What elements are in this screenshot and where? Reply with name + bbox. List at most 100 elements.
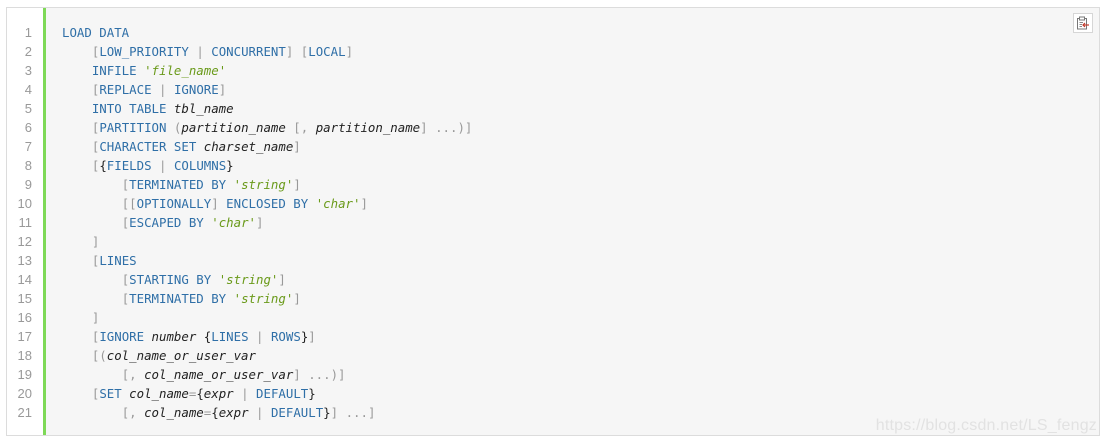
token-whitespace [62,139,92,154]
line-number: 17 [17,329,32,344]
token-punctuation: ] [91,310,100,325]
token-keyword: ROWS [270,329,301,344]
token-punctuation: [ [121,272,130,287]
code-line: [SET col_name={expr | DEFAULT} [62,384,472,403]
line-number: 19 [17,367,32,382]
token-punctuation: | [256,329,264,344]
token-keyword: FIELDS [106,158,152,173]
line-number: 9 [24,177,32,192]
code-line: [ESCAPED BY 'char'] [62,213,472,232]
token-identifier: partition_name [315,120,421,135]
token-keyword: ENCLOSED BY [226,196,309,211]
code-line: [, col_name_or_user_var] ...)] [62,365,472,384]
token-quote: ' [270,272,279,287]
token-keyword: DEFAULT [270,405,324,420]
token-whitespace [62,63,92,78]
token-brace: } [226,158,234,173]
line-number: 16 [17,310,32,325]
token-punctuation: | [256,405,264,420]
token-punctuation: ] [293,367,301,382]
token-punctuation: [ [121,291,130,306]
line-number: 10 [17,196,32,211]
code-line: [[OPTIONALLY] ENCLOSED BY 'char'] [62,194,472,213]
token-punctuation: [ [300,44,309,59]
token-whitespace [293,44,300,59]
token-quote: ' [285,291,294,306]
code-line: [LOW_PRIORITY | CONCURRENT] [LOCAL] [62,42,472,61]
token-whitespace [62,291,122,306]
token-punctuation: = [188,386,197,401]
token-whitespace [62,329,92,344]
token-whitespace [62,253,92,268]
token-punctuation: [ [121,215,130,230]
token-brace: { [196,386,204,401]
token-brace: } [300,329,309,344]
token-keyword: IGNORE [173,82,219,97]
token-punctuation: ...)] [435,120,473,135]
line-number: 3 [24,63,32,78]
token-identifier: col_name [129,386,189,401]
code-line: [LINES [62,251,472,270]
token-punctuation: ] [293,177,301,192]
token-identifier: charset_name [203,139,294,154]
copy-code-button[interactable] [1073,13,1093,33]
token-keyword: SET [99,386,122,401]
token-whitespace [62,310,92,325]
gutter-accent-bar [43,8,46,435]
token-whitespace [211,272,218,287]
token-punctuation: ] [285,44,294,59]
token-punctuation: [( [91,348,107,363]
token-whitespace [62,44,92,59]
token-whitespace [234,386,241,401]
token-whitespace [249,329,256,344]
token-quote: ' [233,291,242,306]
code-content[interactable]: LOAD DATA [LOW_PRIORITY | CONCURRENT] [L… [62,23,472,422]
token-keyword: OPTIONALLY [136,196,212,211]
token-whitespace [166,82,173,97]
token-punctuation: [, [121,405,145,420]
token-whitespace [62,386,92,401]
token-whitespace [264,329,271,344]
token-quote: ' [211,215,219,230]
code-line: LOAD DATA [62,23,472,42]
token-punctuation: | [196,44,204,59]
token-quote: ' [353,196,361,211]
token-string-literal: string [241,291,286,306]
token-keyword: LOAD DATA [62,25,130,40]
token-identifier: col_name_or_user_var [106,348,256,363]
token-punctuation: [ [91,44,100,59]
token-punctuation: ] [218,82,227,97]
token-keyword: COLUMNS [173,158,227,173]
token-string-literal: file_name [151,63,219,78]
code-line: [TERMINATED BY 'string'] [62,175,472,194]
line-number: 8 [24,158,32,173]
code-line: [{FIELDS | COLUMNS} [62,156,472,175]
token-punctuation: = [203,405,212,420]
token-quote: ' [218,63,227,78]
token-quote: ' [233,177,242,192]
token-quote: ' [144,63,152,78]
token-quote: ' [248,215,257,230]
token-punctuation: ...] [345,405,376,420]
token-identifier: partition_name [181,120,286,135]
token-keyword: LOCAL [308,44,346,59]
token-brace: { [203,329,212,344]
code-line: [PARTITION (partition_name [, partition_… [62,118,473,137]
code-line: INFILE 'file_name' [62,61,472,80]
line-number: 2 [24,44,32,59]
token-whitespace [62,196,122,211]
token-whitespace [62,215,122,230]
token-punctuation: ] [308,329,316,344]
token-whitespace [144,329,151,344]
token-string-literal: string [241,177,286,192]
token-punctuation: ] [420,120,428,135]
code-line: [TERMINATED BY 'string'] [62,289,472,308]
code-line: [(col_name_or_user_var [62,346,472,365]
token-whitespace [196,139,203,154]
token-whitespace [166,158,173,173]
token-identifier: col_name_or_user_var [144,367,294,382]
token-brace: } [308,386,316,401]
token-whitespace [152,82,159,97]
